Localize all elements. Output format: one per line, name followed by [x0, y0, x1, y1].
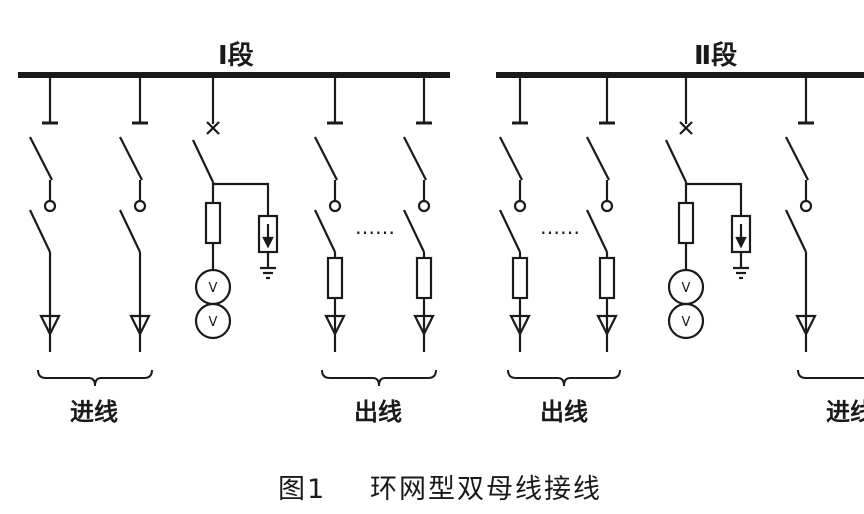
feeders: [29, 78, 817, 352]
voltage-transformer-1: VV: [194, 268, 232, 340]
incoming-label-left: 进线: [70, 398, 118, 426]
outgoing-label-left: 出线: [354, 398, 402, 426]
pt-feeder-section-2: [665, 78, 752, 280]
vt-symbol-2-2: V: [682, 315, 691, 330]
vt-symbol-1-1: V: [209, 281, 218, 296]
dots-2: ……: [540, 215, 580, 239]
incoming-label-right: 进线: [826, 398, 864, 426]
figure-title: 环网型双母线接线: [370, 474, 602, 505]
dots-1: ……: [355, 215, 395, 239]
section-1-label: Ⅰ段: [218, 41, 254, 71]
brace-incoming-left: [37, 369, 153, 387]
brace-outgoing-right: [507, 369, 621, 387]
figure-number: 图1: [278, 474, 327, 505]
brace-outgoing-left: [321, 369, 437, 387]
more-feeders-dots: …… ……: [355, 215, 580, 239]
vt-symbol-2-1: V: [682, 281, 691, 296]
group-braces: [37, 369, 864, 387]
section-2-label: Ⅱ段: [694, 41, 738, 71]
busbar-section-1: [18, 72, 450, 78]
vt-symbol-1-2: V: [209, 315, 218, 330]
voltage-transformer-2: VV: [667, 268, 705, 340]
outgoing-label-right: 出线: [540, 398, 588, 426]
outgoing-feeder-4: [586, 78, 618, 352]
incoming-feeder-2: [119, 78, 151, 352]
busbar-section-2: [496, 72, 864, 78]
incoming-feeder-1: [29, 78, 61, 352]
outgoing-feeder-3: [499, 78, 531, 352]
outgoing-feeder-1: [314, 78, 346, 352]
brace-incoming-right: [797, 369, 864, 379]
outgoing-feeder-2: [403, 78, 435, 352]
pt-feeder-section-1: [192, 78, 279, 280]
incoming-feeder-3: [785, 78, 817, 352]
